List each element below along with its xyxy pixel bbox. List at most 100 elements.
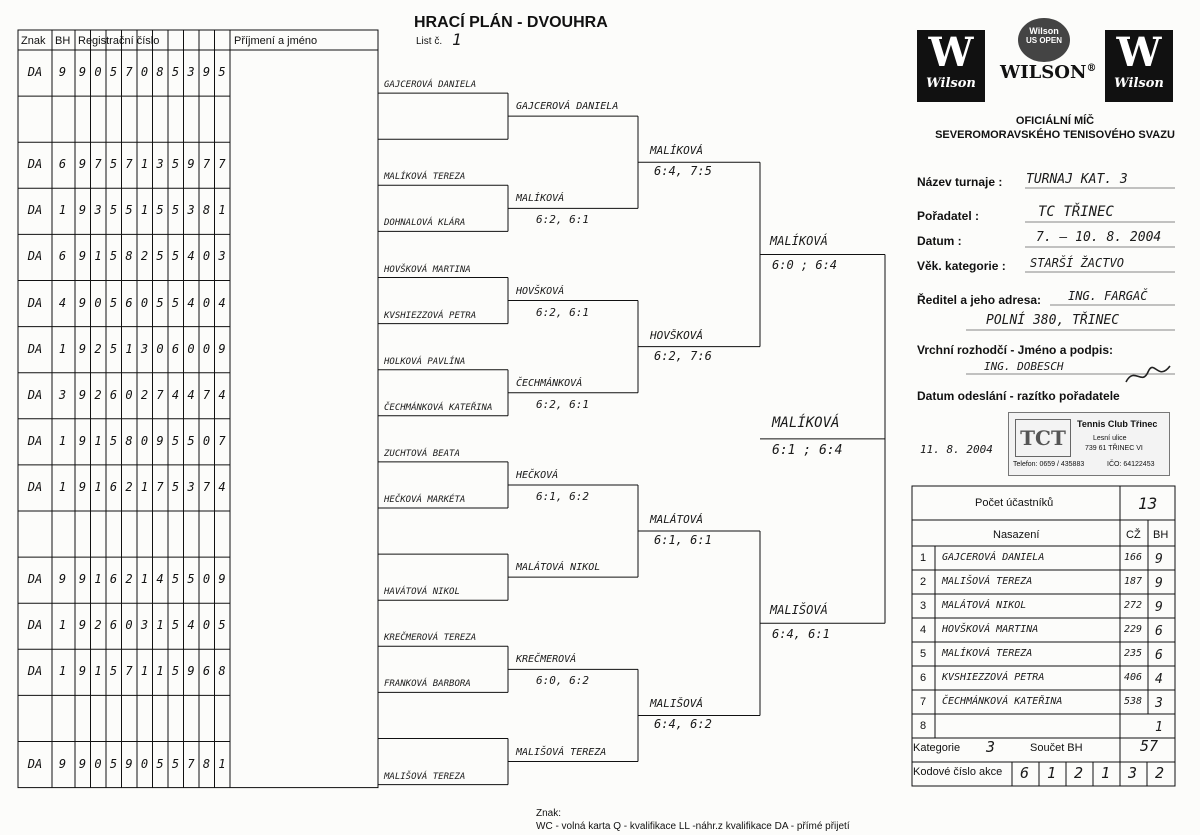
reg-digit: 5 [171,65,180,80]
badge-line2: US OPEN [1025,36,1062,45]
reg-digit: 0 [140,295,149,310]
reg-digit: 4 [156,572,164,587]
round1-name: ZUCHTOVÁ BEATA [384,448,460,459]
bh-cell: 6 [58,157,67,172]
reg-digit: 7 [125,664,133,679]
reg-digit: 9 [78,341,87,356]
round3-name: MALÍKOVÁ [650,144,703,158]
reg-digit: 9 [187,664,195,679]
reg-digit: 5 [156,756,164,771]
round2-name: MALÁTOVÁ NIKOL [516,562,601,574]
reg-digit: 5 [171,479,180,494]
reg-digit: 5 [171,157,180,172]
round2-score: 6:2, 6:1 [536,397,589,411]
reg-digit: 1 [140,157,149,172]
bh-cell: 6 [58,249,67,264]
official-line2: SEVEROMORAVSKÉHO TENISOVÉHO SVAZU [935,129,1175,141]
znak-cell: DA [27,203,43,218]
round2-score: 6:2, 6:1 [536,305,589,319]
participants-label: Počet účastníků [975,497,1054,509]
reg-digit: 9 [187,157,195,172]
reg-digit: 1 [94,664,102,679]
code-digit: 2 [1074,764,1084,782]
reg-digit: 5 [109,664,118,679]
reg-digit: 0 [140,433,149,448]
reg-digit: 5 [218,65,226,80]
reg-digit: 8 [125,249,133,264]
bh-cell: 1 [58,664,67,679]
reg-digit: 3 [94,203,102,218]
reg-digit: 7 [125,65,133,80]
reg-digit: 7 [202,387,211,402]
reg-digit: 7 [156,387,164,402]
reg-digit: 3 [218,249,226,264]
reg-digit: 3 [156,157,164,172]
reg-digit: 8 [218,664,226,679]
reg-digit: 9 [78,65,87,80]
reg-digit: 5 [171,664,180,679]
brand-text: WILSON [1000,62,1087,83]
reg-digit: 3 [187,203,195,218]
seeding-label: Nasazení [993,529,1040,541]
reg-digit: 9 [78,756,87,771]
stamp-street: Lesní ulice [1093,435,1127,442]
seed-bh: 1 [1155,720,1163,735]
tournament-value: TURNAJ KAT. 3 [1026,172,1128,187]
seed-name: HOVŠKOVÁ MARTINA [942,624,1039,635]
round3-name: MALIŠOVÁ [650,697,703,711]
reg-digit: 0 [140,756,149,771]
reg-digit: 1 [156,664,164,679]
round3-score: 6:1, 6:1 [654,533,712,548]
reg-digit: 7 [94,157,102,172]
bh-cell: 9 [58,572,67,587]
round2-score: 6:1, 6:2 [536,489,589,503]
round1-name: HAVÁTOVÁ NIKOL [384,587,460,598]
seed-bh: 3 [1155,696,1163,711]
wilson-wordmark: Wilson [1114,76,1164,91]
reg-digit: 5 [109,157,118,172]
round1-name: HOVŠKOVÁ MARTINA [384,264,471,275]
col-header-name: Příjmení a jméno [234,35,318,47]
wilson-w-icon: W [1116,29,1162,76]
reg-digit: 9 [125,756,133,771]
col-header-znak: Znak [21,35,46,47]
round4-score: 6:0 ; 6:4 [772,258,838,273]
round3-score: 6:2, 7:6 [654,348,712,363]
bh-cell: 1 [58,433,67,448]
round1-name: FRANKOVÁ BARBORA [384,679,471,690]
final-score: 6:1 ; 6:4 [772,442,843,458]
reg-digit: 4 [218,479,226,494]
champion-name: MALÍKOVÁ [772,414,840,431]
reg-digit: 2 [125,479,133,494]
reg-digit: 9 [78,203,87,218]
seed-name: MALÁTOVÁ NIKOL [942,600,1027,611]
round1-name: GAJCEROVÁ DANIELA [384,80,477,91]
round2-name: HOVŠKOVÁ [516,285,565,297]
sheet-label: List č. [416,36,443,47]
registered-mark: ® [1086,63,1097,74]
seed-name: MALIŠOVÁ TEREZA [942,576,1033,587]
reg-digit: 0 [202,433,211,448]
reg-digit: 6 [125,295,133,310]
reg-digit: 8 [202,756,211,771]
us-open-badge: Wilson US OPEN [1018,18,1070,62]
date-label: Datum : [917,234,962,248]
reg-digit: 1 [140,664,149,679]
round4-name: MALÍKOVÁ [770,234,828,249]
seed-number: 3 [920,600,927,612]
round4-score: 6:4, 6:1 [772,627,830,642]
seed-cz: 406 [1124,672,1143,683]
round4-name: MALIŠOVÁ [770,603,828,618]
reg-digit: 2 [94,387,102,402]
round3-name: HOVŠKOVÁ [650,328,703,342]
reg-digit: 1 [218,756,226,771]
seed-bh: 6 [1155,648,1163,663]
reg-digit: 9 [78,572,87,587]
reg-digit: 7 [187,756,195,771]
tournament-label: Název turnaje : [917,175,1003,189]
reg-digit: 4 [218,295,226,310]
reg-digit: 0 [202,341,211,356]
stamp-logo: TCT [1015,419,1071,457]
round2-name: KREČMEROVÁ [516,654,577,666]
round2-name: MALÍKOVÁ [516,193,565,205]
